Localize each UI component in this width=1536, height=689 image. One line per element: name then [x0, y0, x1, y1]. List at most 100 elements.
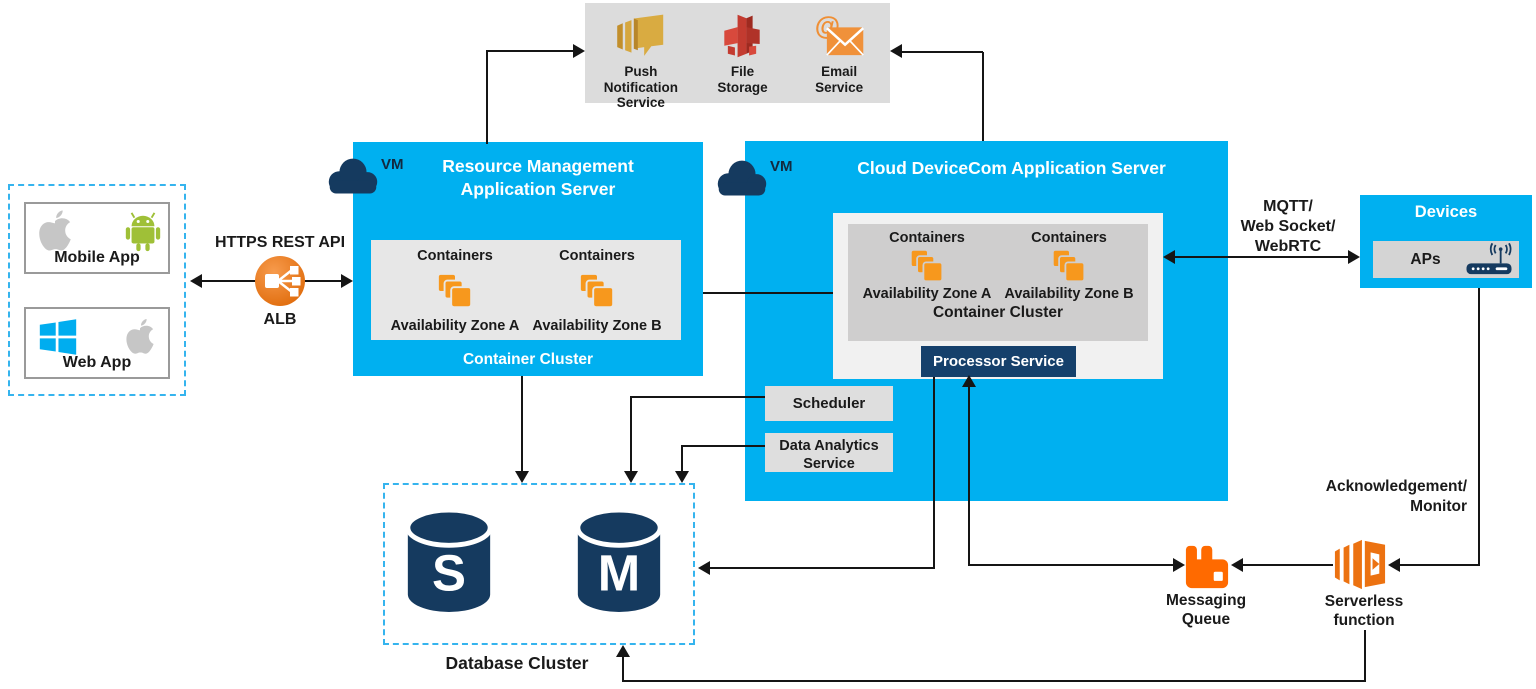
- slave-db-letter: S: [432, 544, 466, 601]
- email-icon: @: [813, 13, 865, 59]
- file-storage-label: File Storage: [717, 64, 768, 95]
- messaging-queue-label: Messaging Queue: [1165, 592, 1247, 629]
- scheduler-box: Scheduler: [765, 386, 893, 421]
- arrowhead: [341, 274, 353, 288]
- file-storage-service: File Storage: [702, 13, 782, 95]
- arrowhead: [624, 471, 638, 483]
- connector-rm-to-dc: [703, 292, 833, 294]
- rm-zone-a: Containers Availability Zone A: [385, 248, 525, 334]
- connector-ps-db-h: [708, 567, 935, 569]
- arrowhead: [675, 471, 689, 483]
- connector-devices-serverless-h: [1398, 564, 1480, 566]
- analytics-box: Data Analytics Service: [765, 433, 893, 472]
- connector-dc-to-services: [982, 52, 984, 141]
- resource-management-server: Resource Management Application Server V…: [328, 142, 703, 376]
- processor-service-bar: Processor Service: [921, 346, 1076, 377]
- arrowhead: [1231, 558, 1243, 572]
- devicecom-server: Cloud DeviceCom Application Server VM Co…: [717, 141, 1228, 501]
- dc-containers-a-label: Containers: [889, 230, 965, 246]
- containers-icon: [1051, 248, 1087, 284]
- connector-rm-to-services: [486, 51, 488, 144]
- push-notification-icon: [615, 13, 667, 59]
- file-storage-icon: [719, 13, 765, 59]
- aps-bar: APs: [1373, 241, 1519, 278]
- containers-icon: [436, 272, 474, 310]
- wifi-router-icon: [1464, 242, 1514, 278]
- master-database-icon: M: [570, 502, 668, 620]
- database-cluster-box: [383, 483, 695, 645]
- dc-zone-a-label: Availability Zone A: [862, 286, 992, 302]
- dc-zone-a: Containers Availability Zone A: [858, 230, 996, 302]
- master-db-letter: M: [598, 544, 640, 601]
- rm-container-cluster-box: Containers Availability Zone A Container…: [371, 240, 681, 340]
- dc-zone-b-label: Availability Zone B: [1004, 286, 1134, 302]
- connector-serverless-db-h: [622, 680, 1366, 682]
- vm-cloud-icon: [711, 157, 773, 201]
- rm-zone-b-label: Availability Zone B: [532, 318, 662, 334]
- slave-database-icon: S: [400, 502, 498, 620]
- connector-serverless-mq: [1240, 564, 1333, 566]
- dc-processor-group: Containers Availability Zone A: [833, 213, 1163, 379]
- connector-ps-mq-h: [968, 564, 1175, 566]
- dc-zone-b: Containers Availability Zone B: [1000, 230, 1138, 302]
- devices-title: Devices: [1414, 203, 1478, 221]
- vm-cloud-icon: [322, 155, 384, 199]
- containers-icon: [578, 272, 616, 310]
- rm-zone-b: Containers Availability Zone B: [527, 248, 667, 334]
- dc-container-cluster-box: Containers Availability Zone A: [848, 224, 1148, 341]
- dc-containers-b-label: Containers: [1031, 230, 1107, 246]
- arrowhead: [190, 274, 202, 288]
- vm-label: VM: [770, 158, 793, 175]
- apple-icon: [124, 317, 156, 355]
- acknowledgement-label: Acknowledgement/ Monitor: [1325, 478, 1467, 516]
- https-rest-api-label: HTTPS REST API: [214, 234, 346, 251]
- arrowhead: [616, 645, 630, 657]
- mobile-app-label: Mobile App: [54, 248, 140, 266]
- vm-label: VM: [381, 156, 404, 173]
- arrowhead: [1163, 250, 1175, 264]
- apple-icon: [36, 208, 74, 252]
- web-app-box: Web App: [24, 307, 170, 379]
- messaging-queue-icon: [1184, 544, 1230, 590]
- devices-box: Devices APs: [1360, 195, 1532, 288]
- connector-dc-to-services-h: [900, 51, 983, 53]
- arrowhead: [1173, 558, 1185, 572]
- rm-containers-b-label: Containers: [559, 248, 635, 264]
- resource-server-title: Resource Management Application Server: [442, 156, 634, 199]
- alb-label: ALB: [263, 311, 297, 328]
- serverless-function-label: Serverless function: [1324, 593, 1404, 630]
- alb-icon: [254, 255, 306, 307]
- mobile-app-box: Mobile App: [24, 202, 170, 274]
- dc-cluster-label: Container Cluster: [932, 304, 1064, 321]
- database-cluster-label: Database Cluster: [445, 653, 589, 673]
- android-icon: [122, 210, 164, 254]
- arrowhead: [1348, 250, 1360, 264]
- serverless-function-icon: [1333, 534, 1387, 594]
- email-service-label: Email Service: [815, 64, 864, 95]
- mqtt-protocol-label: MQTT/ Web Socket/ WebRTC: [1240, 198, 1336, 255]
- arrowhead: [962, 375, 976, 387]
- devicecom-title: Cloud DeviceCom Application Server: [857, 158, 1166, 178]
- arrowhead: [890, 44, 902, 58]
- connector-analytics-v: [681, 445, 683, 474]
- containers-icon: [909, 248, 945, 284]
- connector-scheduler-v: [630, 396, 632, 474]
- connector-analytics-h: [682, 445, 765, 447]
- arrowhead: [573, 44, 585, 58]
- connector-ps-mq-v: [968, 386, 970, 566]
- arrowhead: [1388, 558, 1400, 572]
- connector-dc-devices: [1170, 256, 1353, 258]
- web-app-label: Web App: [62, 353, 132, 371]
- push-notification-label: Push Notification Service: [603, 64, 678, 111]
- connector-ps-db-v: [933, 377, 935, 569]
- arrowhead: [698, 561, 710, 575]
- connector-rm-db: [521, 376, 523, 474]
- arrowhead: [515, 471, 529, 483]
- client-apps-group: [8, 184, 186, 396]
- email-service: @ Email Service: [794, 13, 884, 95]
- rm-cluster-label: Container Cluster: [462, 351, 594, 368]
- external-services-box: Push Notification Service File Storage @: [585, 3, 890, 110]
- rm-containers-a-label: Containers: [417, 248, 493, 264]
- connector-devices-down: [1478, 288, 1480, 566]
